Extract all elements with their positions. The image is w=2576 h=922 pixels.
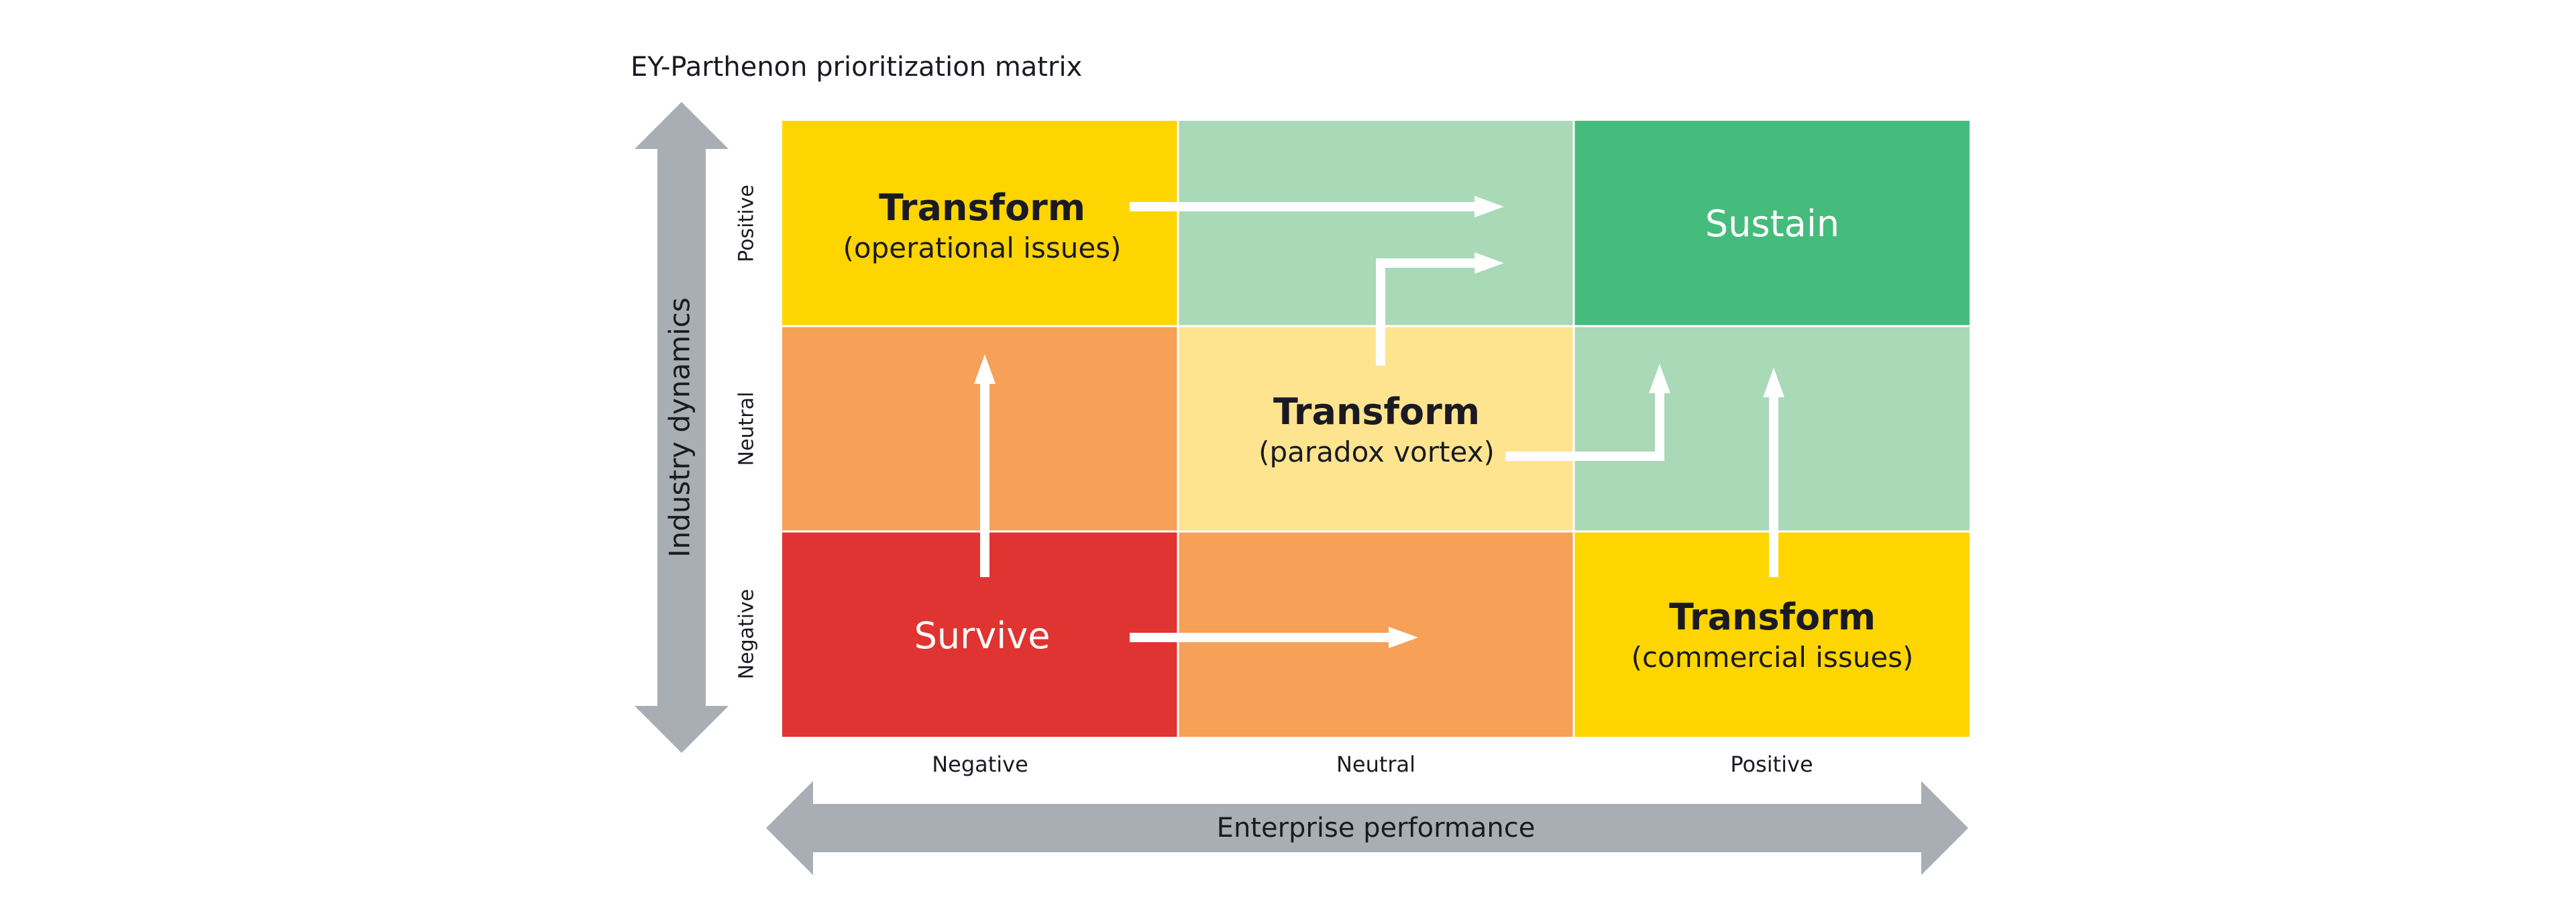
arrow-paradox-to-top (1376, 252, 1504, 366)
flow-arrows (974, 196, 1784, 648)
x-tick-negative: Negative (932, 752, 1028, 777)
y-tick-positive: Positive (735, 185, 759, 262)
y-axis: Industry dynamics Positive Neutral Negat… (635, 102, 759, 753)
cell-top-left (782, 121, 1178, 326)
cell-bottom-right-title: Transform (1669, 596, 1876, 638)
arrow-survive-up (974, 354, 996, 577)
x-axis-double-arrow (766, 781, 1968, 875)
y-tick-neutral: Neutral (735, 392, 759, 466)
cell-top-left-subtitle: (operational issues) (843, 232, 1122, 264)
cell-top-right (1574, 121, 1970, 326)
arrow-operational-to-sustain (1130, 196, 1504, 217)
y-tick-negative: Negative (735, 589, 759, 680)
cell-bottom-right-subtitle: (commercial issues) (1631, 641, 1914, 674)
cell-mid-center-title: Transform (1273, 391, 1480, 433)
x-tick-neutral: Neutral (1336, 752, 1415, 777)
x-axis-label: Enterprise performance (1217, 813, 1536, 843)
cell-bottom-left-title: Survive (914, 615, 1051, 657)
x-tick-positive: Positive (1730, 752, 1813, 777)
cell-top-left-title: Transform (879, 187, 1085, 229)
cell-labels: Transform (operational issues) Sustain T… (843, 187, 1914, 674)
x-axis: Negative Neutral Positive Enterprise per… (766, 752, 1968, 875)
arrow-commercial-up (1763, 368, 1784, 577)
y-axis-double-arrow (635, 102, 729, 753)
arrow-survive-right (1130, 627, 1418, 648)
diagram-title: EY-Parthenon prioritization matrix (631, 52, 1083, 83)
cell-top-right-title: Sustain (1705, 203, 1839, 245)
y-axis-label: Industry dynamics (663, 297, 696, 558)
cell-mid-center-subtitle: (paradox vortex) (1258, 436, 1495, 468)
arrow-paradox-to-right (1505, 364, 1670, 461)
